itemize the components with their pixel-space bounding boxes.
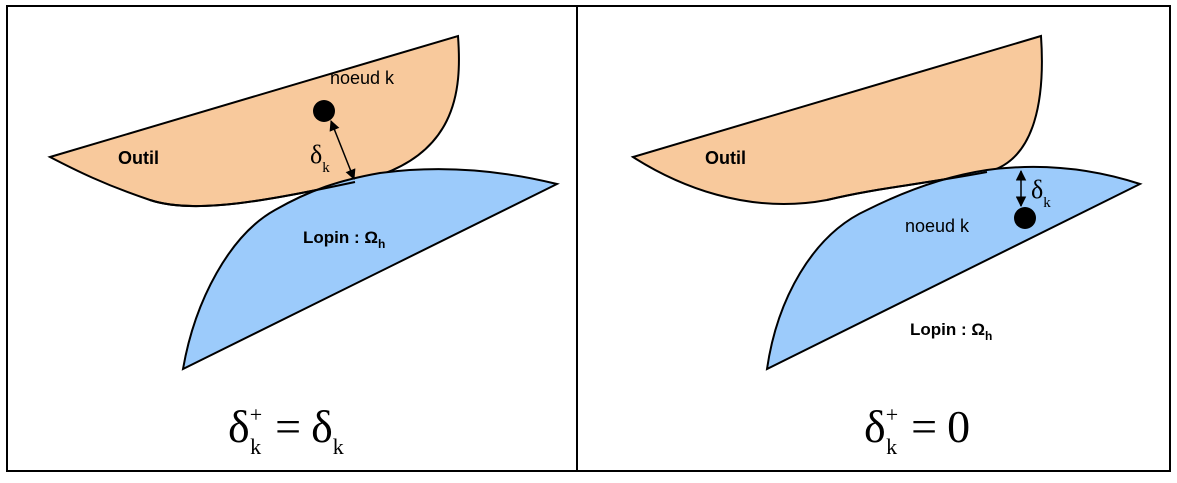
formula-left: δ+k=δk <box>228 401 344 459</box>
gap-symbol: δk <box>1031 175 1051 211</box>
outil-label: Outil <box>118 148 159 168</box>
lopin-label: Lopin : Ωh <box>910 320 992 343</box>
formula-lhs: δ <box>228 401 250 452</box>
outil-contour <box>149 181 356 208</box>
lopin-label: Lopin : Ωh <box>303 228 385 251</box>
outil-label: Outil <box>705 148 746 168</box>
node-k-marker <box>313 100 335 122</box>
left-diagram: noeud k Outil δk Lopin : Ωh δ+k=δk <box>6 5 578 472</box>
formula-rhs: 0 <box>947 401 970 452</box>
formula-equals: = <box>275 401 301 452</box>
right-panel-border <box>576 5 1171 472</box>
formula-lhs: δ <box>864 401 886 452</box>
outil-contour <box>826 171 988 201</box>
formula-sub: k <box>250 434 261 459</box>
node-k-label: noeud k <box>905 216 970 236</box>
gap-arrow <box>329 120 356 180</box>
left-panel: noeud k Outil δk Lopin : Ωh δ+k=δk <box>0 0 578 483</box>
right-panel: Outil δk noeud k Lopin : Ωh δ+ k =0 <box>576 0 1177 483</box>
formula-rhs-sub: k <box>333 434 344 459</box>
formula-sub: k <box>886 434 897 459</box>
formula-equals: = <box>911 401 937 452</box>
node-k-label: noeud k <box>330 68 395 88</box>
gap-symbol: δk <box>310 140 330 176</box>
node-k-marker <box>1014 207 1036 229</box>
lopin-shape <box>765 165 1143 371</box>
formula-sup: + <box>250 402 262 427</box>
right-diagram: Outil δk noeud k Lopin : Ωh δ+ k =0 <box>576 5 1171 472</box>
formula-right: δ+ k =0 <box>864 401 970 459</box>
formula-rhs: δ <box>311 401 333 452</box>
formula-sup: + <box>886 402 898 427</box>
lopin-shape <box>181 168 560 371</box>
